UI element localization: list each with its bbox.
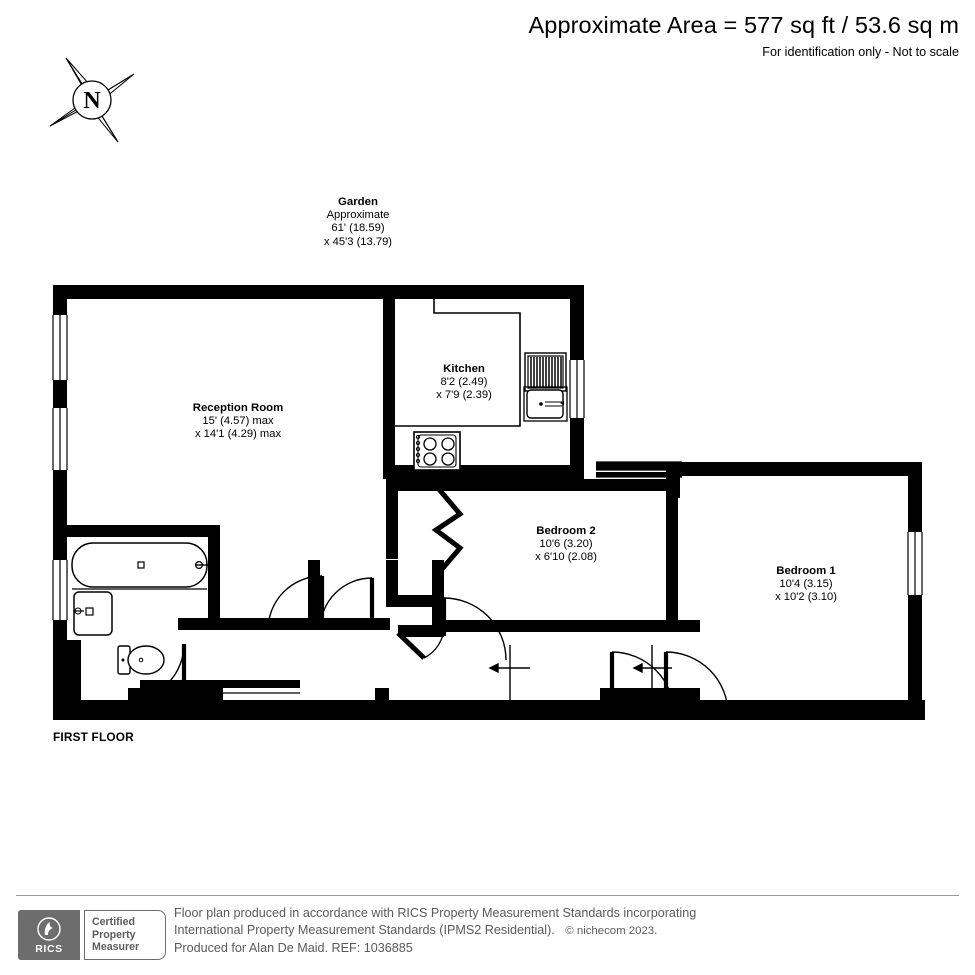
footer-line-3: Produced for Alan De Maid. REF: 1036885 (174, 941, 413, 956)
header: Approximate Area = 577 sq ft / 53.6 sq m… (0, 0, 975, 70)
footer-line-2a: International Property Measurement Stand… (174, 923, 555, 938)
north-compass-rose: N (44, 52, 140, 148)
garden-note: Approximate (326, 209, 390, 222)
bedroom2-dim1: 10'6 (3.20) (539, 538, 593, 551)
cert-line-3: Measurer (92, 941, 140, 954)
angled-door-leaf (396, 631, 426, 660)
windows (52, 315, 923, 620)
drainer-fixture (524, 352, 567, 392)
toilet-fixture (117, 645, 165, 675)
compass-north-label: N (83, 88, 101, 114)
garden-name: Garden (338, 196, 378, 208)
threshold-lines (219, 461, 682, 694)
washbasin-fixture (73, 591, 113, 636)
rics-emblem-icon (37, 917, 61, 941)
footer-line-2: International Property Measurement Stand… (174, 922, 794, 940)
compass-icon: N (49, 57, 135, 143)
bifold-door (431, 485, 464, 577)
hob-cooker-fixture (413, 431, 461, 471)
kitchen-dim2: x 7'9 (2.39) (436, 389, 492, 402)
radiator-markers (488, 645, 672, 700)
rics-certified-badge: RICS Certified Property Measurer (18, 910, 166, 960)
footer (0, 895, 975, 975)
bedroom2-name: Bedroom 2 (536, 525, 596, 537)
kitchen-dim1: 8'2 (2.49) (440, 376, 488, 389)
rics-wordmark: RICS (35, 943, 63, 955)
garden-dim1: 61' (18.59) (331, 222, 385, 235)
angled-door-arc (423, 625, 445, 659)
cert-line-2: Property (92, 928, 136, 941)
room-label-kitchen: Kitchen 8'2 (2.49) x 7'9 (2.39) (436, 363, 492, 403)
kitchen-sink-fixture (523, 386, 568, 422)
footer-line-1: Floor plan produced in accordance with R… (174, 906, 697, 920)
kitchen-counter-outline (395, 299, 521, 427)
rics-logo-block: RICS (18, 910, 80, 960)
footer-legal-text: Floor plan produced in accordance with R… (174, 905, 794, 958)
cert-line-1: Certified (92, 916, 135, 928)
garden-dim2: x 45'3 (13.79) (323, 235, 393, 248)
rics-certification-text: Certified Property Measurer (84, 910, 166, 960)
reception-dim2: x 14'1 (4.29) max (194, 428, 282, 441)
bathtub-fixture (71, 542, 208, 590)
disclaimer-text: For identification only - Not to scale (762, 45, 959, 59)
bedroom1-name: Bedroom 1 (776, 565, 836, 577)
floor-caption: FIRST FLOOR (53, 730, 134, 744)
footer-divider (16, 895, 959, 896)
bedroom2-dim2: x 6'10 (2.08) (535, 551, 597, 564)
footer-copyright: © nichecom 2023. (565, 925, 658, 938)
bedroom1-dim2: x 10'2 (3.10) (775, 591, 837, 604)
room-label-bedroom-2: Bedroom 2 10'6 (3.20) x 6'10 (2.08) (535, 525, 597, 565)
room-label-reception-room: Reception Room 15' (4.57) max x 14'1 (4.… (193, 402, 284, 442)
reception-name: Reception Room (192, 402, 284, 414)
room-label-bedroom-1: Bedroom 1 10'4 (3.15) x 10'2 (3.10) (775, 565, 837, 605)
kitchen-name: Kitchen (443, 363, 485, 375)
room-label-garden: Garden Approximate 61' (18.59) x 45'3 (1… (324, 196, 392, 249)
bedroom1-dim1: 10'4 (3.15) (779, 578, 833, 591)
page-title: Approximate Area = 577 sq ft / 53.6 sq m (528, 12, 959, 38)
reception-dim1: 15' (4.57) max (202, 415, 274, 428)
